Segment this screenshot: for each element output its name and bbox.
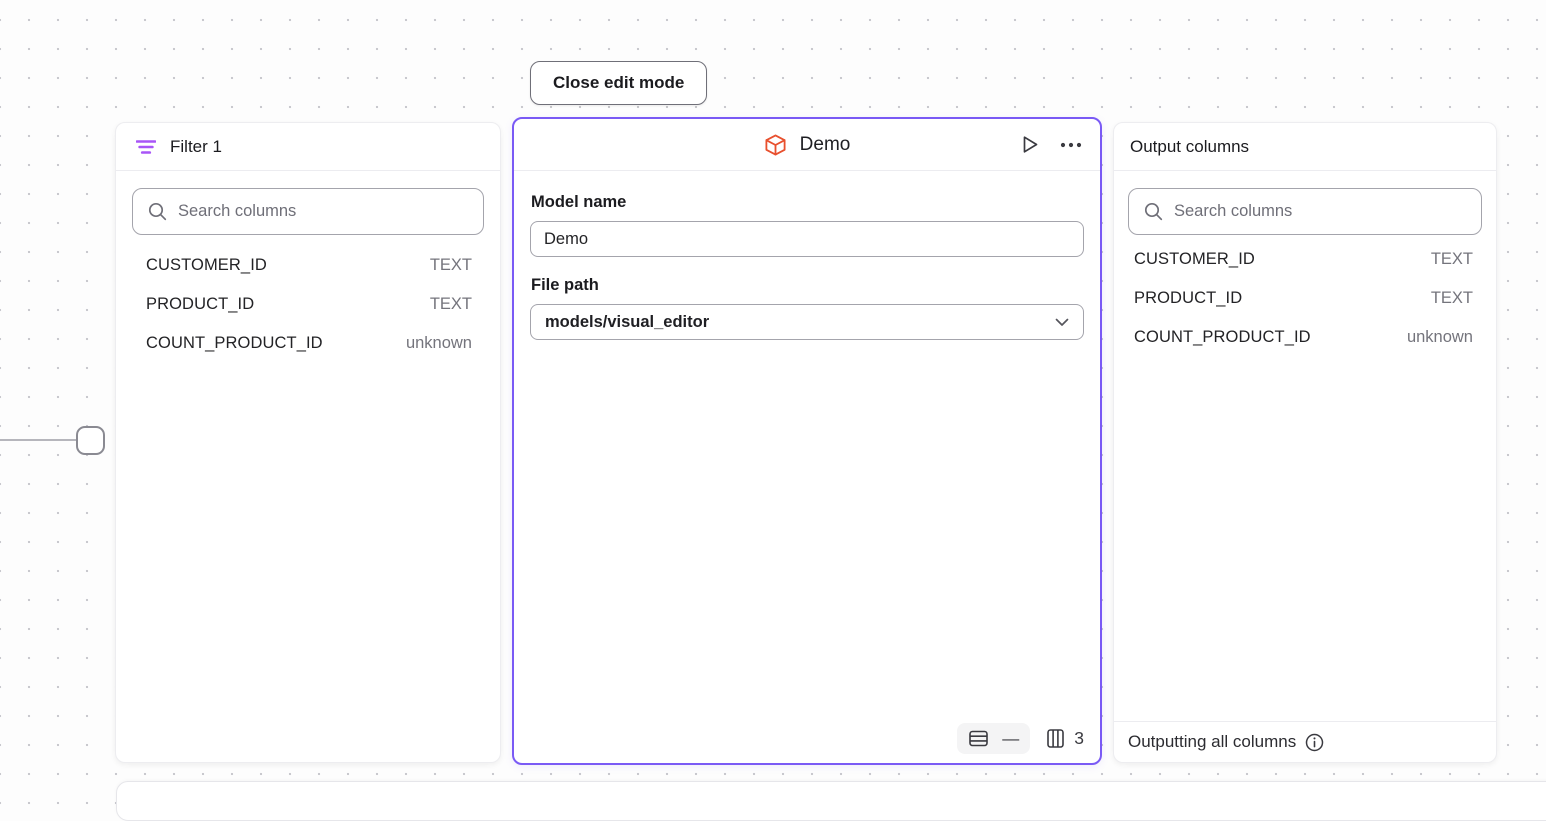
output-column-list: CUSTOMER_ID TEXT PRODUCT_ID TEXT COUNT_P…	[1114, 235, 1496, 357]
column-row: CUSTOMER_ID TEXT	[1114, 240, 1496, 279]
column-name: PRODUCT_ID	[146, 295, 255, 313]
column-type: TEXT	[1430, 250, 1473, 268]
model-name-label: Model name	[531, 193, 627, 211]
model-panel-title: Demo	[799, 133, 851, 155]
model-name-input[interactable]	[530, 221, 1084, 257]
model-panel-body: Model name File path models/visual_edito…	[514, 171, 1100, 356]
play-icon	[1023, 136, 1038, 153]
column-name: CUSTOMER_ID	[146, 256, 267, 274]
column-name: PRODUCT_ID	[1134, 289, 1243, 307]
column-row: PRODUCT_ID TEXT	[116, 285, 500, 324]
ellipsis-icon	[1060, 142, 1082, 147]
row-count-value: —	[1002, 729, 1020, 748]
filter-search-input[interactable]	[178, 202, 468, 221]
search-icon	[1144, 202, 1163, 221]
output-panel-header: Output columns	[1114, 123, 1496, 171]
model-panel-header: Demo	[514, 119, 1100, 171]
filter-panel-title: Filter 1	[170, 136, 222, 156]
column-type: TEXT	[429, 295, 472, 313]
column-row: CUSTOMER_ID TEXT	[116, 246, 500, 285]
chevron-down-icon	[1055, 318, 1069, 327]
model-cube-icon	[764, 133, 787, 157]
connector-edge	[0, 439, 78, 441]
filter-column-list: CUSTOMER_ID TEXT PRODUCT_ID TEXT COUNT_P…	[116, 235, 500, 363]
close-edit-mode-button[interactable]: Close edit mode	[530, 61, 708, 105]
column-row: COUNT_PRODUCT_ID unknown	[116, 324, 500, 363]
run-model-button[interactable]	[1019, 133, 1041, 156]
more-options-button[interactable]	[1060, 142, 1082, 148]
filter-node-panel: Filter 1 CUSTOMER_ID TEXT PRODUCT_ID TEX…	[115, 122, 501, 763]
output-panel-title: Output columns	[1130, 136, 1250, 156]
info-icon[interactable]	[1305, 733, 1324, 752]
file-path-select[interactable]: models/visual_editor	[530, 304, 1084, 340]
connection-handle[interactable]	[76, 426, 105, 455]
model-stats-footer: — 3	[957, 723, 1084, 754]
output-search-box[interactable]	[1128, 188, 1482, 235]
column-row: COUNT_PRODUCT_ID unknown	[1114, 318, 1496, 357]
column-count-value: 3	[1074, 728, 1084, 748]
output-summary-footer: Outputting all columns	[1114, 721, 1496, 762]
column-type: TEXT	[429, 256, 472, 274]
bottom-panel	[116, 781, 1546, 821]
column-name: COUNT_PRODUCT_ID	[1134, 328, 1311, 346]
columns-icon	[1046, 728, 1065, 749]
row-count-toggle[interactable]: —	[957, 723, 1031, 754]
filter-panel-header: Filter 1	[116, 123, 500, 171]
column-type: unknown	[1406, 328, 1473, 346]
filter-lines-icon	[136, 138, 156, 156]
output-columns-panel: Output columns CUSTOMER_ID TEXT PRODUCT_…	[1113, 122, 1497, 763]
output-summary-text: Outputting all columns	[1128, 732, 1297, 751]
model-node-panel: Demo Model name File path models/visual_…	[512, 117, 1102, 765]
file-path-value: models/visual_editor	[545, 312, 710, 331]
column-name: COUNT_PRODUCT_ID	[146, 334, 323, 352]
search-icon	[148, 202, 167, 221]
column-row: PRODUCT_ID TEXT	[1114, 279, 1496, 318]
rows-icon	[968, 728, 989, 749]
column-type: TEXT	[1430, 289, 1473, 307]
column-type: unknown	[405, 334, 472, 352]
output-search-input[interactable]	[1174, 202, 1466, 221]
file-path-label: File path	[531, 276, 599, 294]
column-count-stat[interactable]: 3	[1046, 728, 1084, 749]
filter-search-box[interactable]	[132, 188, 484, 235]
column-name: CUSTOMER_ID	[1134, 250, 1255, 268]
